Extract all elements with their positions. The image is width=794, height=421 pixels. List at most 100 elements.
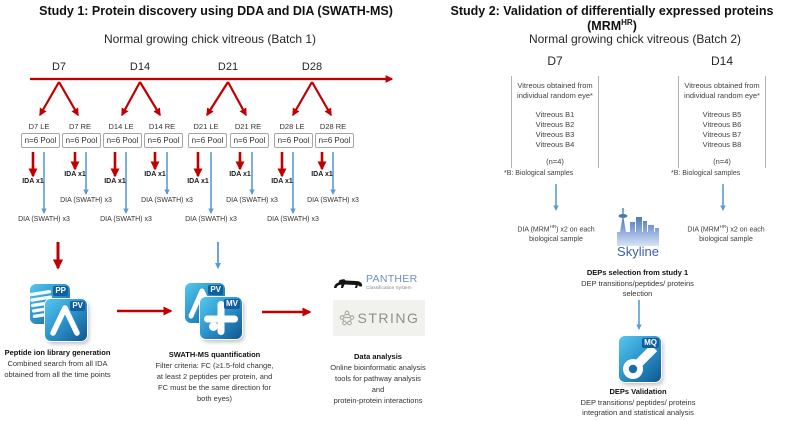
deps-selection-line: DEP transitions/peptides/ proteins — [581, 278, 694, 288]
sample-item: Vitreous B2 — [535, 120, 575, 129]
step-line: tools for pathway analysis and — [335, 374, 421, 394]
ida-label: IDA x1 — [144, 171, 166, 178]
step-connector-arrows — [117, 306, 312, 317]
quant-glyph — [623, 344, 658, 379]
study1-title: Study 1: Protein discovery using DDA and… — [39, 4, 393, 18]
deps-validation-line: DEP transitions/ peptides/ proteins — [580, 397, 696, 407]
skyline-logo-icon — [617, 208, 659, 246]
dia-label: DIA (SWATH) x3 — [185, 216, 237, 223]
string-name: STRING — [357, 310, 420, 326]
deps-selection-line: selection — [622, 289, 653, 298]
dia-mrm-line2: biological sample — [529, 236, 583, 244]
dia-mrm-label-d14: DIA (MRMHR) x2 on each biological sample — [678, 222, 774, 245]
sample-item: Vitreous B4 — [535, 140, 575, 149]
pp-badge: PP — [53, 286, 68, 296]
step-line: FC must be the same direction for — [158, 383, 271, 392]
dia-mrm-text: DIA (MRM — [517, 226, 550, 234]
deps-validation-caption: DEPs Validation DEP transitions/ peptide… — [563, 387, 713, 419]
ida-label: IDA x1 — [187, 178, 209, 185]
step-line: obtained from all the time points — [4, 370, 111, 379]
multiquant-icon: MQ — [619, 336, 661, 382]
sample-group-box-d7: Vitreous obtained from individual random… — [511, 76, 599, 168]
step-title: SWATH-MS quantification — [168, 350, 261, 359]
sample-item: Vitreous B7 — [702, 130, 742, 139]
step-line: both eyes) — [196, 394, 233, 403]
ida-label: IDA x1 — [271, 178, 293, 185]
footnote: *B: Biological samples — [671, 170, 741, 177]
step-line: Combined search from all IDA — [7, 359, 108, 368]
pool-box: n=6 Pool — [274, 133, 313, 148]
timepoint-label-d7: D7 — [51, 61, 67, 73]
study2-flow-arrows — [553, 184, 726, 330]
deps-selection-title: DEPs selection from study 1 — [586, 268, 689, 277]
eye-label: D14 LE — [108, 122, 134, 131]
pv-badge: PV — [208, 285, 223, 295]
dia-label: DIA (SWATH) x3 — [307, 197, 359, 204]
step-library-caption: Peptide ion library generation Combined … — [0, 347, 115, 380]
dia-label: DIA (SWATH) x3 — [100, 216, 152, 223]
source-line: Vitreous obtained from — [517, 81, 593, 90]
ida-label: IDA x1 — [22, 178, 44, 185]
dia-label: DIA (SWATH) x3 — [60, 197, 112, 204]
timepoint-label-d14: D14 — [129, 61, 151, 73]
panther-tagline: Classification System — [366, 286, 412, 291]
deps-validation-line: integration and statistical analysis — [582, 408, 694, 417]
dia-mrm-suffix: ) x2 on each — [556, 226, 595, 234]
step-analysis-caption: Data analysis Online bioinformatic analy… — [330, 351, 426, 406]
sample-item: Vitreous B3 — [535, 130, 575, 139]
eye-label: D7 RE — [68, 122, 92, 131]
ida-label: IDA x1 — [104, 178, 126, 185]
study2-title-text: Study 2: Validation of differentially ex… — [450, 4, 774, 34]
deps-validation-title: DEPs Validation — [609, 387, 667, 396]
eye-label: D28 LE — [279, 122, 305, 131]
ida-label: IDA x1 — [64, 171, 86, 178]
dia-mrm-label-d7: DIA (MRMHR) x2 on each biological sample — [508, 222, 604, 245]
dia-label: DIA (SWATH) x3 — [18, 216, 70, 223]
footnote: *B: Biological samples — [504, 170, 574, 177]
study2-title-sup: HR — [621, 18, 633, 27]
sample-item: Vitreous B6 — [702, 120, 742, 129]
skyline-label: Skyline — [617, 244, 659, 259]
pv-badge: PV — [70, 301, 85, 311]
mv-badge: MV — [224, 299, 240, 309]
markerview-icon: MV — [200, 297, 242, 339]
ida-label: IDA x1 — [311, 171, 333, 178]
timepoint-label-d7-s2: D7 — [547, 54, 563, 68]
dia-label: DIA (SWATH) x3 — [226, 197, 278, 204]
eye-label: D28 RE — [319, 122, 347, 131]
step-title: Peptide ion library generation — [4, 348, 111, 357]
study2-title: Study 2: Validation of differentially ex… — [430, 4, 794, 33]
sample-item: Vitreous B5 — [702, 110, 742, 119]
study2-title-suffix: ) — [632, 19, 637, 34]
n-label: (n=4) — [546, 157, 564, 166]
panther-icon — [334, 279, 363, 288]
pool-box: n=6 Pool — [188, 133, 227, 148]
step-line: Filter criteria: FC (≥1.5-fold change, — [155, 361, 274, 370]
ida-label: IDA x1 — [229, 171, 251, 178]
pool-box: n=6 Pool — [103, 133, 142, 148]
dia-mrm-suffix: ) x2 on each — [726, 226, 765, 234]
peakview-icon: PV — [45, 299, 87, 341]
pool-box: n=6 Pool — [315, 133, 354, 148]
step-title: Data analysis — [354, 352, 402, 361]
eye-label: D21 RE — [234, 122, 262, 131]
dia-label: DIA (SWATH) x3 — [267, 216, 319, 223]
mq-badge: MQ — [642, 338, 659, 348]
source-line: individual random eye* — [517, 91, 593, 100]
sample-item: Vitreous B8 — [702, 140, 742, 149]
eye-label: D21 LE — [193, 122, 219, 131]
deps-selection-caption: DEPs selection from study 1 DEP transiti… — [565, 268, 710, 300]
dia-mrm-text: DIA (MRM — [687, 226, 720, 234]
dia-mrm-line2: biological sample — [699, 236, 753, 244]
sample-item: Vitreous B1 — [535, 110, 575, 119]
n-label: (n=4) — [713, 157, 731, 166]
dia-mrm-sup: HR — [549, 224, 557, 229]
string-logo: STRING — [333, 300, 425, 336]
step-line: at least 2 peptides per protein, and — [156, 372, 273, 381]
pool-box: n=6 Pool — [62, 133, 101, 148]
eye-label: D14 RE — [148, 122, 176, 131]
panther-logo: PANTHER Classification System — [333, 272, 429, 296]
source-line: Vitreous obtained from — [684, 81, 760, 90]
